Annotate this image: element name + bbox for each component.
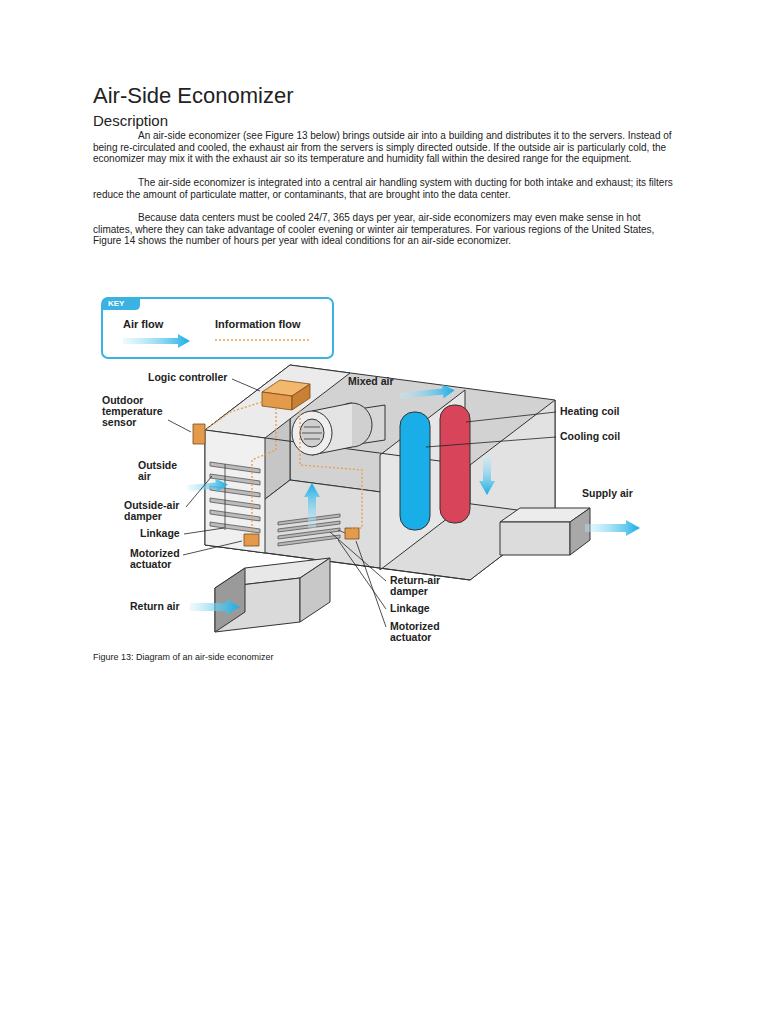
return-duct bbox=[215, 558, 330, 632]
body-paragraph: An air-side economizer (see Figure 13 be… bbox=[93, 130, 673, 165]
controls bbox=[193, 380, 359, 546]
page-title: Air-Side Economizer bbox=[93, 84, 294, 108]
part-label: Outside air bbox=[138, 460, 186, 482]
air-flow-sample bbox=[123, 334, 190, 348]
part-label: Motorized actuator bbox=[130, 548, 190, 570]
leader-lines bbox=[168, 379, 556, 627]
figure-caption: Figure 13: Diagram of an air-side econom… bbox=[93, 652, 274, 663]
supply-duct bbox=[500, 508, 590, 555]
outside-air-compartment bbox=[205, 365, 350, 553]
information-flow bbox=[205, 402, 362, 534]
part-label: Cooling coil bbox=[560, 431, 620, 442]
key-heading: KEY bbox=[108, 299, 124, 309]
cooling-coil bbox=[400, 412, 430, 530]
air-flow-arrows bbox=[187, 383, 640, 615]
part-label: Linkage bbox=[140, 528, 180, 539]
part-label: Supply air bbox=[582, 488, 633, 499]
part-label: Logic controller bbox=[148, 372, 227, 383]
part-label: Motorized actuator bbox=[390, 621, 450, 643]
part-label: Mixed air bbox=[348, 376, 394, 387]
part-label: Return air bbox=[130, 601, 180, 612]
section-heading: Description bbox=[93, 112, 168, 129]
heating-coil bbox=[440, 405, 470, 523]
part-label: Linkage bbox=[390, 603, 430, 614]
body-paragraph: The air-side economizer is integrated in… bbox=[93, 177, 673, 200]
supply-fan bbox=[292, 403, 385, 455]
part-label: Outdoor temperature sensor bbox=[102, 395, 168, 428]
body-paragraph: Because data centers must be cooled 24/7… bbox=[93, 212, 673, 247]
legend-text: Air flow bbox=[123, 318, 163, 331]
legend-text: Information flow bbox=[215, 318, 301, 331]
part-label: Outside-air damper bbox=[124, 500, 190, 522]
information-flow-sample bbox=[215, 339, 310, 341]
part-label: Heating coil bbox=[560, 406, 620, 417]
key-box bbox=[102, 298, 333, 358]
part-label: Return-air damper bbox=[390, 575, 456, 597]
